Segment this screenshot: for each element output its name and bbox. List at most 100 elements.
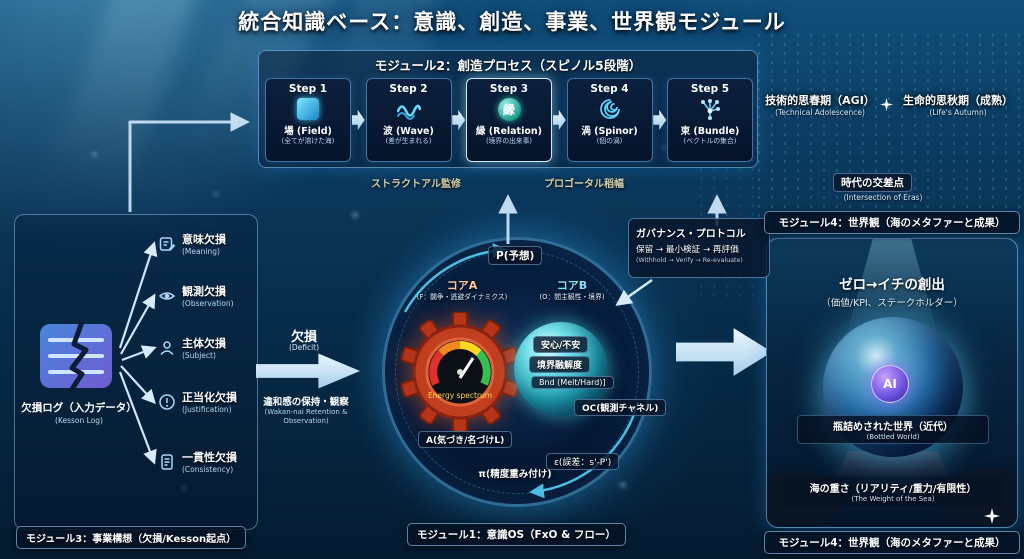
module2-annotation-left: ストラクトアル監修 — [371, 179, 461, 190]
deficit-label-en: (Consistency) — [182, 465, 234, 474]
governance-protocol-box: ガバナンス・プロトコル 保留 → 最小検証 → 再評価 (Withhold → … — [628, 218, 770, 278]
step-desc: (個の渦) — [596, 137, 623, 145]
deficit-label-en: (Meaning) — [182, 247, 220, 256]
module1-footer: モジュール1：意識OS（FxO & フロー） — [407, 523, 626, 546]
awareness-label: A(気づき/名づけL) — [418, 431, 513, 448]
transition-note-en: (Wakan-nai Retention & Observation) — [264, 408, 348, 425]
transition-label-en: (Deficit) — [288, 343, 320, 352]
badge-label-en: (Technical Adolescence) — [775, 108, 865, 117]
kesson-log-title: 欠損ログ（入力データ） — [21, 402, 137, 414]
step-name: 縁 (Relation) — [475, 126, 542, 137]
badge-label: 技術的思春期（AGI） — [765, 94, 875, 107]
deficit-label-en: (Subject) — [182, 351, 216, 360]
step-desc: (全てが溶けた海) — [281, 137, 335, 145]
step-name: 渦 (Spinor) — [581, 126, 638, 137]
step-name: 束 (Bundle) — [680, 126, 740, 137]
module4-panel: ゼロ→イチの創出 （価値/KPI、ステークホルダー） AI 瓶詰めされた世界（近… — [766, 238, 1018, 528]
bottled-world-label: 瓶詰めされた世界（近代） — [833, 422, 953, 433]
weight-of-sea-chip: 海の重さ（リアリティ/重力/有限性） (The Weight of the Se… — [783, 477, 1003, 506]
deficit-item-meaning: 意味欠損(Meaning) — [158, 231, 226, 256]
creation-title: ゼロ→イチの創出 — [839, 277, 945, 293]
deficit-item-justification: 正当化欠損(Justification) — [158, 389, 237, 414]
step-desc: (ベクトルの集合) — [683, 137, 737, 145]
step-box-field: Step 1 場 (Field) (全てが溶けた海) — [265, 78, 351, 162]
step-box-relation: Step 3 縁 縁 (Relation) (境界の出来事) — [466, 78, 552, 162]
weight-of-sea-en: (The Weight of the Sea) — [851, 495, 935, 503]
deficit-label: 正当化欠損 — [182, 391, 237, 404]
bottled-world-chip: 瓶詰めされた世界（近代） (Bottled World) — [797, 415, 989, 444]
wave-icon — [367, 96, 451, 122]
step-label: Step 2 — [389, 83, 428, 95]
governance-flow-en: (Withhold → Verify → Re-evaluate) — [636, 257, 743, 264]
deficit-item-subject: 主体欠損(Subject) — [158, 335, 226, 360]
prediction-label: P(予想) — [488, 246, 543, 265]
bokeh-dot — [214, 192, 218, 196]
arrow-right-icon — [452, 109, 466, 131]
module2-panel: モジュール2：創造プロセス（スピノル5段階） Step 1 場 (Field) … — [258, 50, 758, 168]
step-desc: (差が生まれる) — [385, 137, 432, 145]
step-label: Step 3 — [489, 83, 529, 95]
step-label: Step 4 — [590, 83, 629, 95]
document-icon — [161, 453, 173, 470]
deficit-label-en: (Observation) — [182, 299, 234, 308]
step-box-wave: Step 2 波 (Wave) (差が生まれる) — [365, 78, 452, 162]
bundle-icon — [668, 96, 752, 122]
bokeh-dot — [182, 486, 186, 490]
core-a-desc: (F：闘争・逃避ダイナミクス) — [416, 293, 508, 301]
era-intersection-en: (Intersection of Eras) — [843, 193, 923, 202]
ai-badge: AI — [871, 365, 909, 403]
bottled-world-en: (Bottled World) — [866, 433, 920, 441]
badge-technical-adolescence: 技術的思春期（AGI） (Technical Adolescence) — [758, 92, 882, 117]
gear-gauge-icon: Energy spectrum — [400, 311, 520, 433]
person-icon — [160, 340, 174, 355]
weight-of-sea-label: 海の重さ（リアリティ/重力/有限性） — [809, 484, 977, 495]
memo-icon — [159, 236, 176, 251]
arrow-right-icon — [351, 109, 365, 131]
badge-lifes-autumn: 生命的思秋期（成熟） (Life's Autumn) — [896, 92, 1020, 117]
energy-spectrum-label: Energy spectrum — [428, 391, 492, 400]
step-desc: (境界の出来事) — [485, 137, 533, 145]
oc-channel-label: OC(観測チャネル) — [574, 399, 667, 416]
kesson-log-icon — [36, 316, 116, 396]
governance-title: ガバナンス・プロトコル — [636, 229, 746, 240]
step-label: Step 5 — [690, 83, 730, 95]
transition-label: 欠損 — [290, 330, 317, 345]
module2-title: モジュール2：創造プロセス（スピノル5段階） — [374, 58, 642, 73]
field-icon — [266, 96, 350, 122]
step-box-bundle: Step 5 束 (Bundle) (ベクトルの集合) — [667, 78, 753, 162]
deficit-label: 意味欠損 — [182, 233, 226, 246]
deficit-label: 一貫性欠損 — [182, 451, 237, 464]
step-name: 波 (Wave) — [383, 126, 434, 137]
deficit-item-consistency: 一貫性欠損(Consistency) — [158, 449, 237, 474]
arrow-right-icon — [552, 109, 566, 131]
bokeh-dot — [92, 152, 97, 157]
kesson-log-subtitle: (Kesson Log) — [55, 416, 103, 425]
step-box-spinor: Step 4 渦 (Spinor) (個の渦) — [566, 78, 653, 162]
governance-flow: 保留 → 最小検証 → 再評価 — [636, 245, 739, 255]
deficit-label-en: (Justification) — [182, 405, 232, 414]
transition-note: 違和感の保持・観察 — [263, 397, 349, 408]
eye-icon — [158, 291, 176, 300]
alert-icon — [159, 393, 175, 410]
spinor-icon — [568, 96, 652, 122]
core-b-desc: (O：間主観性・境界) — [539, 293, 605, 301]
page-title: 統合知識ベース：意識、創造、事業、世界観モジュール — [238, 10, 786, 34]
creation-subtitle: （価値/KPI、ステークホルダー） — [821, 298, 963, 309]
core-b-label: コアB — [556, 279, 588, 292]
boundary-melt-chip: 境界融解度 — [529, 356, 591, 373]
deficit-item-observation: 観測欠損(Observation) — [158, 283, 234, 308]
deficit-label: 観測欠損 — [182, 285, 226, 298]
badge-label: 生命的思秋期（成熟） — [903, 94, 1013, 107]
module4-header: モジュール4：世界観（海のメタファーと成果） — [764, 211, 1020, 234]
relation-icon: 縁 — [467, 96, 551, 122]
deficit-label: 主体欠損 — [182, 337, 226, 350]
step-label: Step 1 — [288, 83, 328, 95]
relation-kanji: 縁 — [497, 97, 521, 121]
arrow-right-icon — [653, 109, 667, 131]
module4-footer: モジュール4：世界観（海のメタファーと成果） — [764, 531, 1020, 554]
precision-label: π(精度重み付け) — [478, 469, 552, 480]
module3-footer: モジュール3：事業構想（欠損/Kesson起点） — [16, 526, 247, 549]
steps-row: Step 1 場 (Field) (全てが溶けた海) Step 2 波 (Wav… — [265, 77, 753, 163]
badge-label-en: (Life's Autumn) — [929, 108, 987, 117]
